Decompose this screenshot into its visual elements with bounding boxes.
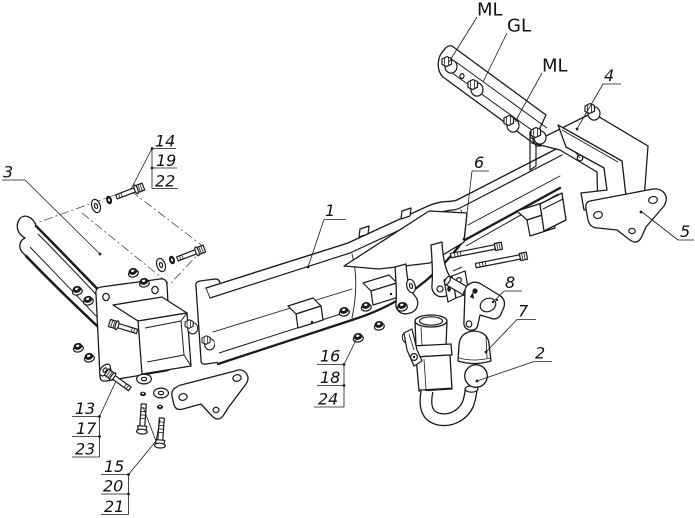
end-plate-lower: [171, 369, 249, 420]
label-part-2: 2: [535, 344, 545, 363]
socket-plate-8: [463, 281, 506, 331]
label-ml-top: ML: [477, 0, 503, 21]
long-bolt-2: [474, 251, 529, 270]
label-part-8: 8: [505, 273, 515, 292]
label-stack-13: 13: [75, 399, 95, 418]
leader-lines: [2, 16, 694, 515]
label-stack-24: 24: [318, 390, 338, 409]
top-bracket: [437, 45, 548, 171]
label-gl: GL: [507, 16, 531, 37]
ball-cap-7: [457, 330, 492, 365]
label-part-3: 3: [3, 163, 13, 182]
clamp-lever: [401, 328, 423, 367]
label-part-5: 5: [680, 222, 690, 241]
label-stack-21: 21: [104, 497, 124, 516]
label-stack-17: 17: [76, 419, 97, 438]
small-plate-a: [287, 297, 324, 329]
label-stack-15: 15: [104, 457, 124, 476]
label-part-6: 6: [474, 153, 484, 172]
label-stack-19: 19: [156, 151, 176, 170]
label-stack-23: 23: [75, 440, 95, 459]
label-part-1: 1: [325, 201, 335, 220]
label-stack-14: 14: [155, 132, 175, 151]
label-ml-mid: ML: [542, 56, 568, 77]
label-stack-20: 20: [103, 477, 123, 496]
receiver-channel: [557, 124, 628, 211]
channel-bracket-left: [107, 296, 192, 375]
callout-labels: ML GL ML 1 2 3 4 5 6 7 8 14 19 22 13 17 …: [3, 0, 690, 516]
end-plate-5: [585, 188, 667, 243]
label-stack-22: 22: [155, 172, 175, 191]
fasteners-lower-left: [71, 341, 169, 449]
label-part-7: 7: [518, 302, 529, 321]
ball-neck-2: [418, 364, 488, 427]
label-stack-16: 16: [320, 347, 340, 366]
label-stack-18: 18: [320, 368, 340, 387]
beam-end-right: [539, 192, 567, 232]
label-part-4: 4: [604, 66, 614, 85]
tow-ball: [464, 364, 488, 388]
